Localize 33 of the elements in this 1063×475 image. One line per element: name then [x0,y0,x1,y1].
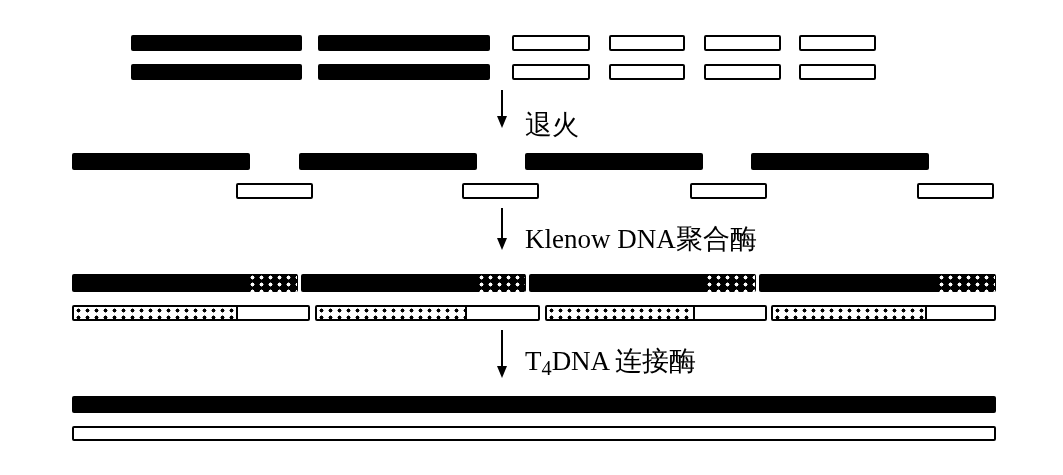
oligo-strand-bar [704,64,781,80]
oligo-strand-bar [72,305,310,321]
oligo-strand-bar [704,35,781,51]
oligo-strand-bar [236,183,313,199]
step-label: 退火 [525,109,579,142]
dna-strand-bar [72,153,250,170]
dna-strand-bar [318,35,490,51]
oligo-strand-bar [512,35,590,51]
oligo-strand-bar [72,426,996,441]
oligo-strand-bar [799,35,876,51]
oligo-strand-bar [799,64,876,80]
oligo-strand-bar [609,35,685,51]
oligo-strand-bar [609,64,685,80]
dna-strand-bar [301,274,526,292]
step-label: T$_{4}$DNA 连接酶 [525,345,697,378]
dna-strand-bar [525,153,703,170]
dna-strand-bar [131,64,302,80]
dna-strand-bar [131,35,302,51]
dna-strand-bar [529,274,756,292]
oligo-strand-bar [545,305,767,321]
oligo-strand-bar [690,183,767,199]
oligo-strand-bar [771,305,996,321]
oligo-strand-bar [315,305,540,321]
dna-strand-bar [72,396,996,413]
oligo-strand-bar [462,183,539,199]
oligo-strand-bar [917,183,994,199]
dna-strand-bar [299,153,477,170]
dna-strand-bar [72,274,298,292]
step-label: Klenow DNA聚合酶 [525,223,757,256]
dna-strand-bar [318,64,490,80]
dna-strand-bar [759,274,996,292]
oligo-strand-bar [512,64,590,80]
dna-strand-bar [751,153,929,170]
